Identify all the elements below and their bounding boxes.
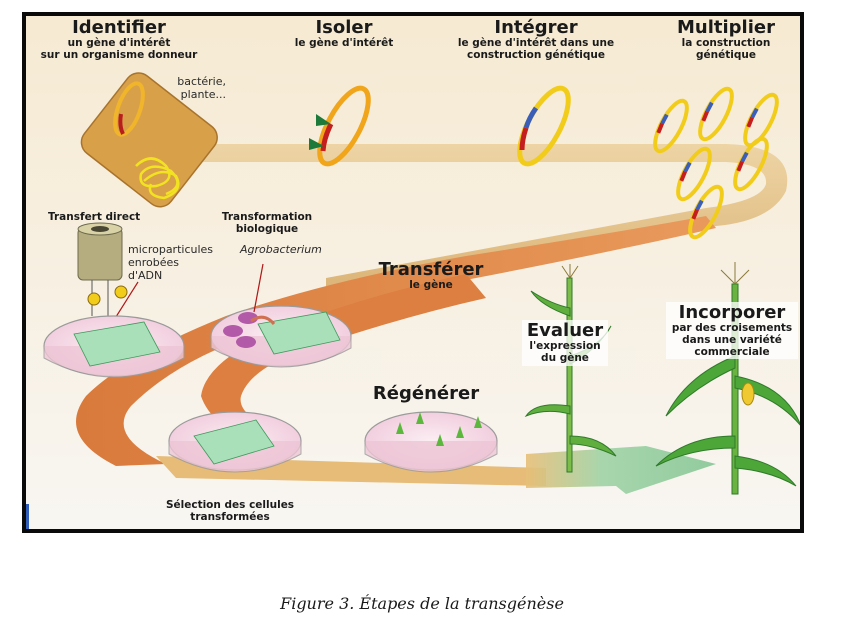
step-selection-label: Sélection des cellules transformées	[150, 499, 310, 524]
microparticles-line2: enrobées	[128, 255, 179, 269]
petri-dish-agro	[210, 305, 352, 368]
step-isoler-title: Isoler	[315, 17, 373, 38]
isolated-gene-segment	[320, 122, 334, 152]
step-evaluer-title: Evaluer	[526, 320, 604, 341]
step-evaluer-label: Evaluer l'expression du gène	[522, 320, 608, 366]
step-regenerer-title: Régénérer	[372, 383, 480, 404]
figure-caption: Figure 3. Étapes de la transgénèse	[280, 594, 564, 613]
microparticle-arrow	[113, 281, 139, 321]
microparticles-note: microparticules enrobées d'ADN	[128, 243, 214, 283]
isolated-plasmid	[317, 85, 371, 167]
petri-dish-regeneration	[364, 411, 498, 473]
corn-plant-small	[524, 264, 617, 473]
chromosome-tangle	[135, 157, 180, 200]
step-identifier-label: Identifier un gène d'intérêt sur un orga…	[34, 17, 204, 62]
step-selection-title2: transformées	[190, 510, 270, 523]
donor-organism-note: bactérie, plante...	[166, 75, 226, 102]
left-edge-marker	[26, 504, 29, 529]
enzyme-marker-2	[309, 138, 324, 150]
agrobacterium-note: Agrobacterium	[240, 243, 322, 256]
step-integrer-label: Intégrer le gène d'intérêt dans une cons…	[446, 17, 626, 62]
step-integrer-sub2: construction génétique	[467, 48, 605, 61]
step-isoler-sub1: le gène d'intérêt	[294, 37, 394, 50]
step-transferer-sub1: le gène	[409, 279, 453, 292]
integrated-gene-blue	[523, 106, 539, 129]
multiplied-plasmids	[653, 86, 779, 240]
step-incorporer-sub1: par des croisements	[671, 322, 793, 335]
donor-organism-card	[80, 72, 218, 208]
petri-dish-selection	[168, 411, 302, 473]
diagram-artwork	[43, 72, 800, 495]
path-orange-lower	[201, 274, 486, 441]
donor-gene-segment	[118, 113, 125, 135]
step-identifier-sub2: sur un organisme donneur	[40, 48, 198, 61]
step-selection-title1: Sélection des cellules	[165, 499, 295, 511]
path-orange-upper	[76, 216, 716, 466]
step-isoler-label: Isoler le gène d'intérêt	[284, 17, 404, 50]
transgenesis-diagram: Identifier un gène d'intérêt sur un orga…	[22, 12, 804, 533]
transformation-bio-title1: Transformation	[221, 211, 313, 223]
step-incorporer-sub3: commerciale	[694, 345, 770, 358]
step-integrer-sub1: le gène d'intérêt dans une	[457, 37, 615, 50]
enzyme-marker-1	[316, 114, 331, 126]
microparticles-line3: d'ADN	[128, 268, 163, 282]
step-evaluer-sub1: l'expression	[529, 340, 601, 353]
donor-note-line1: bactérie,	[177, 75, 226, 88]
step-multiplier-label: Multiplier la construction génétique	[666, 17, 786, 62]
step-incorporer-title: Incorporer	[678, 302, 786, 323]
transformation-bio-title2: biologique	[235, 222, 299, 235]
step-multiplier-sub1: la construction	[681, 37, 771, 50]
step-integrer-title: Intégrer	[494, 17, 578, 38]
transfert-direct-label: Transfert direct	[48, 211, 168, 224]
step-incorporer-label: Incorporer par des croisements dans une …	[666, 302, 798, 360]
step-incorporer-sub2: dans une variété	[682, 333, 782, 346]
agrobacterium-arrow	[253, 263, 264, 313]
step-transferer-label: Transférer le gène	[376, 259, 486, 292]
petri-dish-direct	[43, 315, 185, 378]
gene-gun-device	[77, 222, 123, 316]
step-multiplier-title: Multiplier	[677, 17, 775, 38]
microparticles-line1: microparticules	[128, 243, 214, 256]
step-regenerer-label: Régénérer	[366, 383, 486, 404]
step-identifier-title: Identifier	[72, 17, 166, 38]
step-transferer-title: Transférer	[378, 259, 484, 280]
donor-plasmid	[113, 81, 145, 137]
step-multiplier-sub2: génétique	[696, 48, 756, 61]
corn-plant-large	[655, 262, 800, 495]
transfert-direct-title: Transfert direct	[48, 211, 141, 223]
step-identifier-sub1: un gène d'intérêt	[67, 37, 171, 50]
step-evaluer-sub2: du gène	[541, 351, 589, 364]
integrated-gene-red	[519, 127, 529, 151]
transformation-bio-label: Transformation biologique	[212, 211, 322, 236]
donor-note-line2: plante...	[180, 87, 226, 101]
